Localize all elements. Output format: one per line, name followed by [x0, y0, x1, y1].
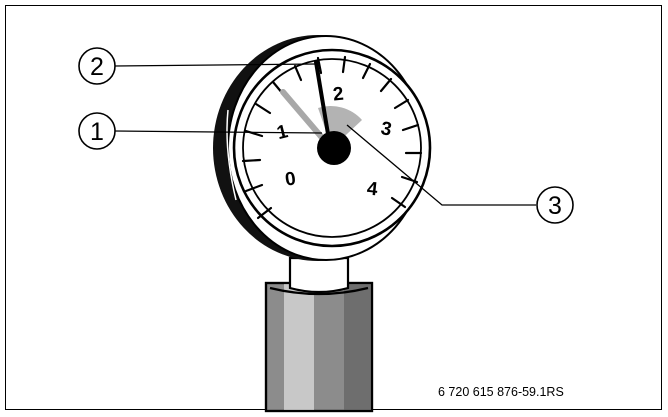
- figure-reference-code: 6 720 615 876-59.1RS: [438, 385, 564, 399]
- hose: [264, 281, 374, 413]
- needle-hub: [317, 131, 351, 165]
- callout-leaders: [114, 63, 536, 206]
- scale-label-2: 2: [332, 84, 345, 106]
- scale-label-3: 3: [379, 118, 393, 141]
- callout-1-number: 1: [90, 118, 104, 146]
- callout-3-number: 3: [548, 192, 562, 220]
- gauge-stem: [269, 256, 369, 296]
- callout-3: 3: [536, 186, 574, 224]
- scale-label-4: 4: [366, 178, 379, 200]
- callout-2: 2: [78, 47, 116, 85]
- callout-1: 1: [78, 112, 116, 150]
- red-marker-needle: [314, 60, 332, 148]
- scale-label-0: 0: [284, 168, 297, 190]
- callout-2-number: 2: [90, 53, 104, 81]
